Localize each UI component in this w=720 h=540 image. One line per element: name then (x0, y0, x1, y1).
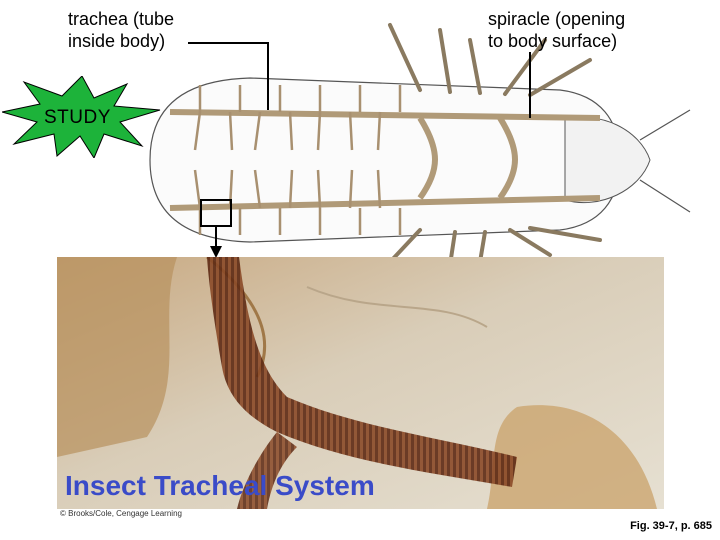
photo-title: Insect Tracheal System (65, 470, 375, 501)
study-badge-text: STUDY (44, 107, 111, 128)
spiracle-label: spiracle (opening to body surface) (488, 9, 626, 51)
trachea-label: trachea (tube inside body) (68, 9, 175, 51)
insect-tracheal-diagram (149, 23, 691, 267)
arrow-down-icon (210, 226, 222, 258)
insect-head (564, 116, 651, 204)
figure-reference: Fig. 39-7, p. 685 (630, 520, 712, 532)
starburst-icon (2, 76, 161, 158)
photo-credit: © Brooks/Cole, Cengage Learning (60, 509, 182, 518)
insect-body-outline (149, 77, 621, 243)
trachea-tube (207, 257, 517, 487)
trachea-micrograph (57, 257, 664, 509)
trachea-leader-line (188, 42, 269, 110)
